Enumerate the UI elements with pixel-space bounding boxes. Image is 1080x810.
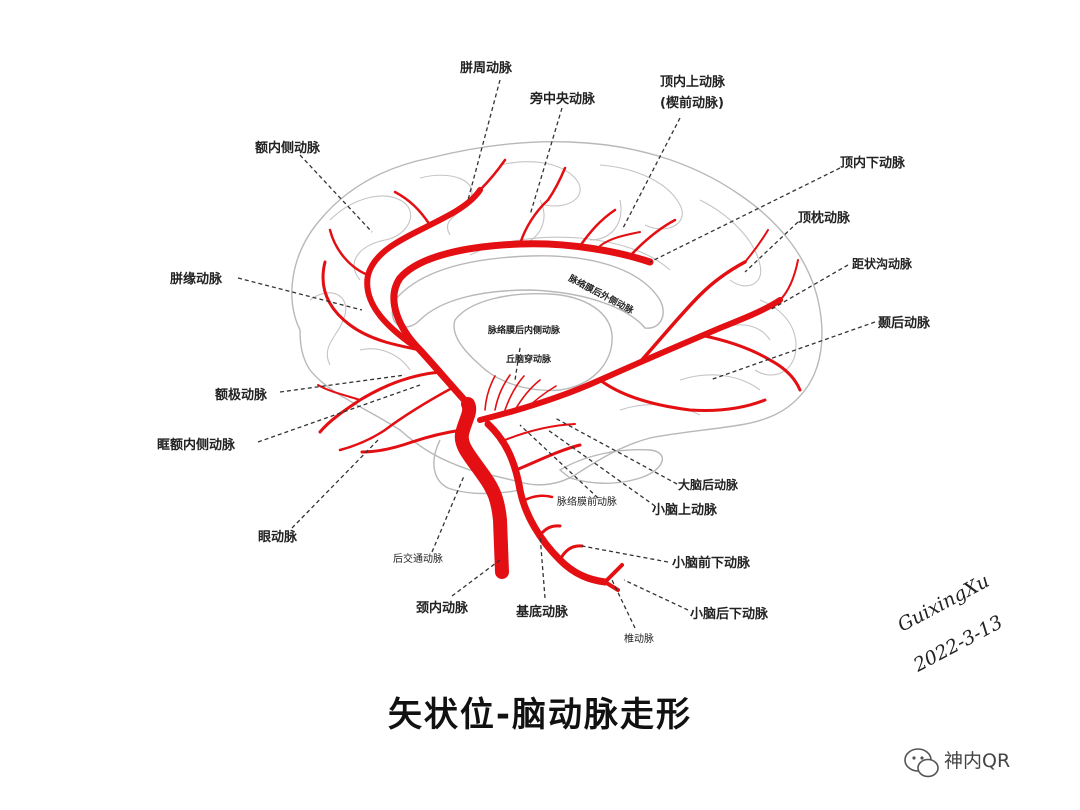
labels: 胼周动脉 旁中央动脉 顶内上动脉 (楔前动脉) 额内侧动脉 顶内下动脉 顶枕动脉…	[157, 60, 931, 645]
label-posterior-lateral-choroidal: 脉络膜后外侧动脉	[566, 272, 637, 317]
label-pericallosal: 胼周动脉	[460, 60, 513, 76]
label-pica: 小脑后下动脉	[690, 606, 769, 622]
callosomarginal-artery	[364, 187, 483, 353]
brain-outline	[291, 141, 823, 495]
brain-gyri	[309, 161, 797, 416]
label-frontopolar: 额极动脉	[215, 387, 268, 403]
signature: GuixingXu 2022-3-13	[894, 570, 1006, 677]
label-pca: 大脑后动脉	[678, 477, 739, 492]
basilar-artery	[484, 420, 609, 586]
label-parieto-occipital: 顶枕动脉	[798, 210, 851, 226]
label-orbitofrontal: 眶额内侧动脉	[157, 437, 236, 453]
label-temporal-posterior: 颞后动脉	[877, 315, 931, 331]
label-parietal-inferior: 顶内下动脉	[840, 155, 906, 171]
arteries	[317, 158, 802, 592]
posterior-cerebral-artery	[477, 297, 783, 423]
label-thalamoperforating: 丘脑穿动脉	[506, 353, 552, 365]
label-ophthalmic: 眼动脉	[258, 529, 298, 545]
leader-lines	[237, 79, 876, 629]
diagram-title: 矢状位-脑动脉走形	[388, 695, 692, 735]
label-frontal-medial: 额内侧动脉	[255, 140, 321, 156]
label-calcarine: 距状沟动脉	[852, 256, 913, 271]
anterior-cerebral-artery	[390, 240, 654, 408]
label-aica: 小脑前下动脉	[672, 555, 751, 571]
watermark-text: 神内QR	[944, 750, 1010, 772]
label-sca: 小脑上动脉	[652, 502, 718, 518]
label-anterior-choroidal: 脉络膜前动脉	[557, 495, 617, 508]
wechat-icon	[904, 748, 939, 778]
label-callosomarginal: 胼缘动脉	[170, 271, 223, 287]
label-precuneal-sub: (楔前动脉)	[660, 95, 724, 111]
label-vertebral: 椎动脉	[624, 632, 654, 645]
label-paracentral: 旁中央动脉	[529, 91, 596, 107]
internal-carotid-artery	[454, 397, 509, 579]
label-ica: 颈内动脉	[416, 600, 469, 616]
label-posterior-medial-choroidal: 脉络膜后内侧动脉	[487, 324, 561, 336]
label-pcomm: 后交通动脉	[393, 552, 443, 565]
label-precuneal: 顶内上动脉	[660, 74, 726, 90]
watermark: 神内QR	[904, 748, 1010, 778]
label-basilar: 基底动脉	[515, 604, 569, 620]
